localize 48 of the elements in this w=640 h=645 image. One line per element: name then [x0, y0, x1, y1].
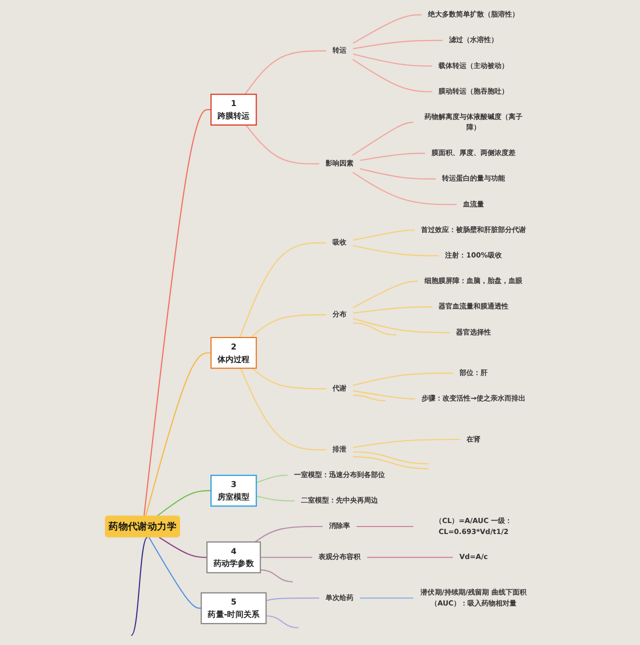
branch-line: [156, 490, 212, 517]
branch-line: [246, 124, 320, 164]
branch-line: [256, 474, 288, 484]
topic-box: 4 药动学参数: [206, 541, 262, 574]
branch-line: [260, 569, 294, 582]
branch-line: [353, 54, 432, 67]
branch-line: [360, 152, 426, 161]
branch-line: [240, 368, 327, 450]
topic-box: 2 体内过程: [210, 336, 258, 369]
branch-line: [251, 314, 327, 338]
branch-line: [266, 615, 299, 628]
branch-line: [255, 526, 324, 542]
branch-line: [353, 306, 432, 314]
branch-line: [353, 40, 443, 50]
branch-line: [353, 451, 429, 464]
branch-line: [353, 245, 440, 256]
branch-line: [352, 172, 457, 206]
branch-line: [353, 390, 416, 400]
branch-line: [353, 438, 460, 448]
branch-line: [356, 526, 414, 528]
branch-line: [240, 242, 327, 338]
topic-box: 3 房室模型: [210, 474, 258, 507]
branch-line: [353, 14, 422, 44]
branch-line: [131, 536, 148, 636]
branch-line: [260, 556, 313, 558]
branch-line: [353, 318, 450, 334]
branch-line: [353, 456, 429, 470]
branch-line: [144, 109, 212, 516]
branch-line: [159, 536, 208, 558]
branch-line: [353, 230, 415, 241]
branch-line: [252, 368, 327, 390]
branch-line: [353, 394, 386, 402]
branch-line: [353, 372, 454, 386]
central-topic-box: 药物代谢动力学: [105, 516, 180, 538]
branch-line: [360, 598, 414, 599]
branch-line: [353, 280, 418, 308]
topic-box: 1 跨膜转运: [210, 94, 258, 126]
branch-line: [352, 58, 432, 92]
branch-line: [266, 598, 320, 602]
branch-line: [353, 322, 397, 336]
topic-box: 5 药量-时间关系: [201, 592, 267, 624]
branch-line: [148, 537, 202, 609]
branch-line: [146, 352, 212, 516]
branch-line: [360, 168, 436, 180]
branch-line: [352, 122, 414, 156]
branch-line: [368, 556, 454, 558]
branch-line: [244, 50, 327, 95]
branch-line: [256, 496, 295, 502]
